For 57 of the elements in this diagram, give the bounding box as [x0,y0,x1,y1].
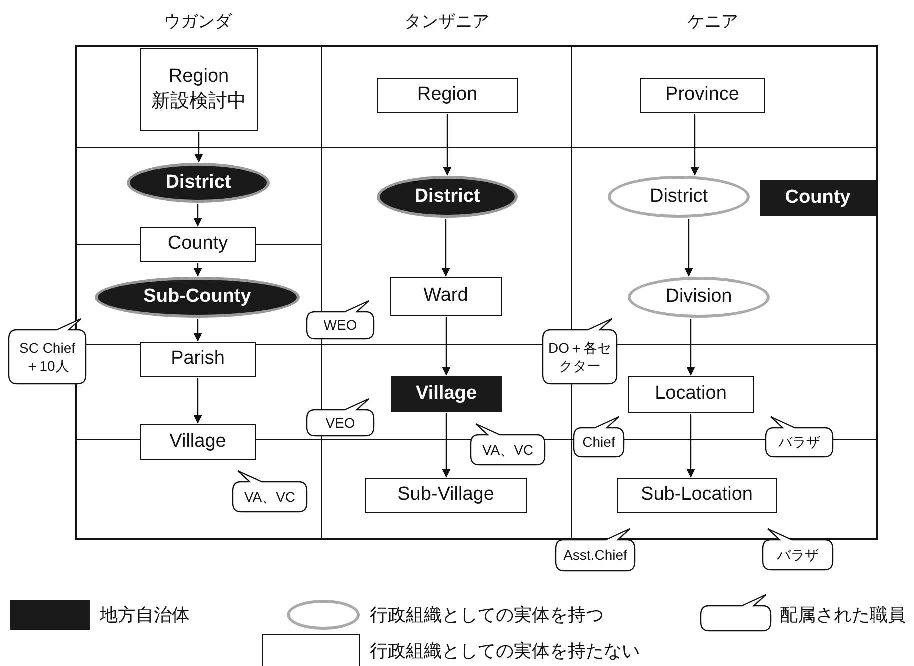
callout-bubble [555,528,636,572]
staff-label: バラザ [776,546,820,565]
arrow [194,263,202,277]
staff-label: VEO [324,414,356,433]
staff-label: VA、VC [481,440,535,460]
admin-box: Sub-Location [617,478,777,513]
government-ellipse: Sub-County [95,277,300,318]
arrow [194,378,202,424]
callout-bubble [765,416,834,458]
government-ellipse: District [377,176,518,218]
admin-box: Location [628,376,754,413]
arrow [684,219,694,277]
arrow [442,317,451,376]
legend-label: 地方自治体 [100,604,190,627]
staff-label: バラザ [778,433,822,452]
admin-box: Parish [140,342,256,377]
callout-bubble [762,528,834,571]
callout-bubble [306,398,375,437]
admin-box: Region [377,78,518,113]
staff-label: Asst.Chief [562,546,628,566]
column-header: タンザニア [404,11,490,33]
arrow [442,219,450,277]
admin-ellipse: District [608,176,750,218]
government-box: Village [391,376,502,412]
arrow [442,413,451,478]
arrow [194,319,202,342]
staff-label: DO＋各セクター [548,339,612,376]
callout-bubble [470,423,546,466]
admin-box: Region 新設検討中 [140,48,258,131]
callout-bubble [306,300,375,340]
legend-label: 行政組織としての実体を持つ [370,604,604,627]
arrow [443,114,452,176]
arrow [686,319,696,376]
callout-bubble [542,318,618,385]
column-header: ケニア [686,11,740,33]
staff-label: SC Chief ＋10人 [18,339,77,376]
legend-label: 配属された職員 [780,604,906,627]
staff-label: WEO [322,316,358,336]
arrow [686,414,696,478]
admin-box: Ward [390,277,502,316]
admin-ellipse: Division [628,277,770,318]
admin-box: Sub-Village [365,478,527,513]
staff-label: VA、VC [243,488,297,507]
callout-bubble [573,416,625,458]
arrow [194,204,202,227]
admin-box: Village [140,424,256,460]
callout-bubble [232,470,308,513]
staff-label: Chief [582,433,616,452]
callout-bubble [8,318,87,385]
arrow [194,132,204,163]
admin-box: Province [640,78,765,113]
column-header: ウガンダ [163,11,234,33]
government-box: County [760,180,876,216]
arrow [690,114,700,176]
admin-box: County [140,227,256,262]
government-ellipse: District [127,163,270,203]
legend-label: 行政組織としての実体を持たない [370,640,640,663]
